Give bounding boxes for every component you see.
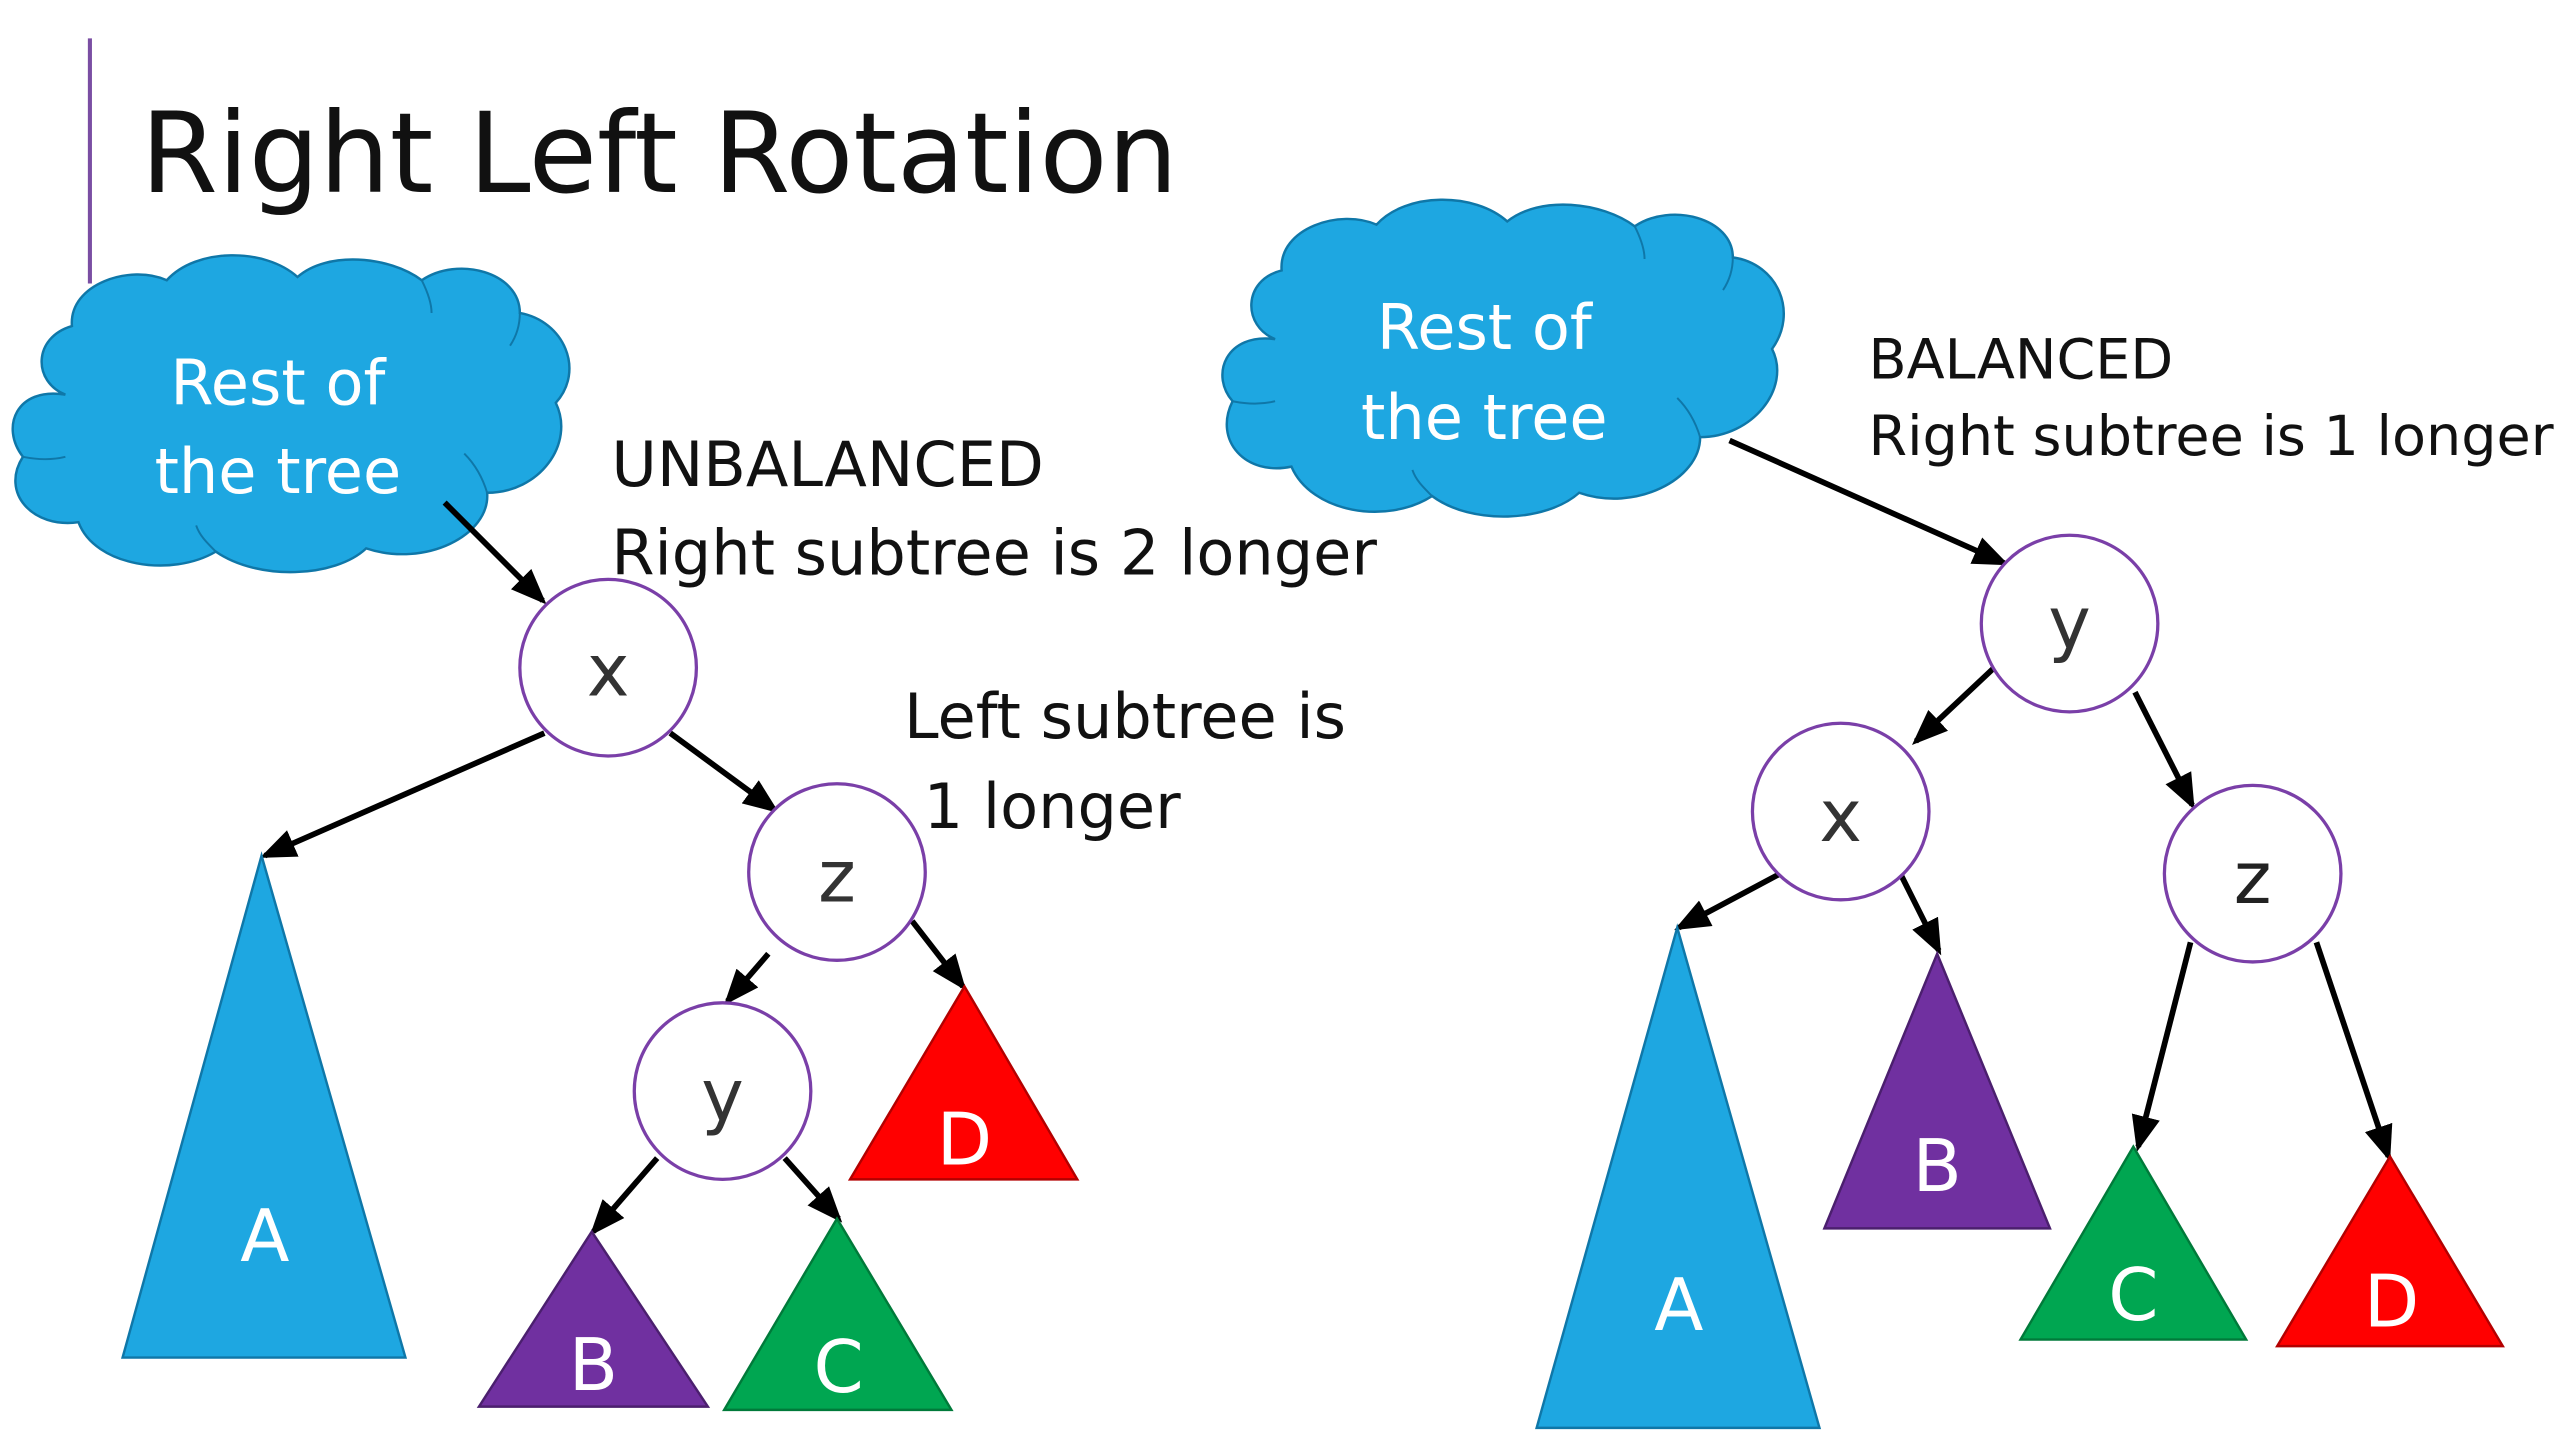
left-subtree-C-label: C	[814, 1325, 864, 1409]
edge-z-D	[909, 919, 967, 991]
right-node-z: z	[2162, 783, 2343, 964]
left-subtree-A-label: A	[240, 1194, 289, 1278]
edge-cloud-y	[1728, 437, 2010, 566]
right-subtree-C-label: C	[2108, 1253, 2158, 1337]
right-status-detail: Right subtree is 1 longer	[1869, 404, 2554, 469]
edge-cloud-x	[442, 500, 547, 605]
edge-y-z	[2132, 690, 2195, 810]
left-node-y: y	[632, 1001, 813, 1181]
left-edges	[259, 500, 967, 1236]
right-subtree-B-label: B	[1912, 1124, 1961, 1208]
edge-y-C	[782, 1156, 843, 1223]
left-node-z: z	[747, 782, 927, 962]
left-status: UNBALANCED	[611, 428, 1043, 501]
slide-title: Right Left Rotation	[141, 90, 1178, 219]
left-subtree-B: B	[476, 1229, 711, 1408]
edge-x-B-right	[1898, 874, 1942, 956]
right-node-z-label: z	[2234, 836, 2272, 920]
right-subtree-D: D	[2275, 1154, 2505, 1348]
edge-z-y	[723, 951, 771, 1006]
left-cloud: Rest of the tree	[11, 254, 571, 574]
left-note-line2: 1 longer	[924, 770, 1182, 843]
right-cloud: Rest of the tree	[1221, 198, 1785, 518]
left-node-x: x	[518, 577, 699, 758]
left-cloud-label-line1: Rest of	[170, 346, 387, 419]
right-status: BALANCED	[1869, 327, 2174, 392]
left-note-line1: Left subtree is	[904, 680, 1346, 753]
right-subtree-B: B	[1822, 950, 2052, 1230]
edge-z-D-right	[2313, 941, 2393, 1162]
right-subtree-C: C	[2018, 1144, 2249, 1341]
left-node-y-label: y	[701, 1054, 744, 1138]
left-subtree-D-label: D	[937, 1098, 992, 1182]
edge-x-A	[259, 730, 546, 859]
edge-y-x	[1911, 662, 2000, 745]
left-node-x-label: x	[587, 628, 630, 712]
right-subtree-D-label: D	[2364, 1259, 2419, 1343]
left-subtree-C: C	[722, 1216, 954, 1412]
left-subtree-D: D	[847, 984, 1080, 1182]
edge-y-B	[589, 1156, 660, 1236]
right-subtree-A: A	[1535, 923, 1822, 1430]
left-subtree-A: A	[120, 851, 408, 1359]
left-status-detail: Right subtree is 2 longer	[611, 517, 1377, 590]
edge-z-C-right	[2131, 941, 2194, 1152]
left-cloud-label-line2: the tree	[155, 435, 402, 508]
right-node-y-label: y	[2048, 581, 2091, 665]
right-cloud-label-line2: the tree	[1361, 381, 1608, 454]
edge-x-z	[668, 730, 780, 814]
right-node-x: x	[1750, 721, 1931, 902]
right-edges	[1674, 437, 2393, 1162]
right-cloud-label-line1: Rest of	[1377, 291, 1594, 364]
right-node-y: y	[1979, 533, 2160, 714]
left-node-z-label: z	[818, 834, 856, 918]
edge-x-A-right	[1674, 871, 1782, 931]
left-subtree-B-label: B	[569, 1323, 618, 1407]
right-subtree-A-label: A	[1654, 1263, 1703, 1347]
right-node-x-label: x	[1819, 774, 1862, 858]
